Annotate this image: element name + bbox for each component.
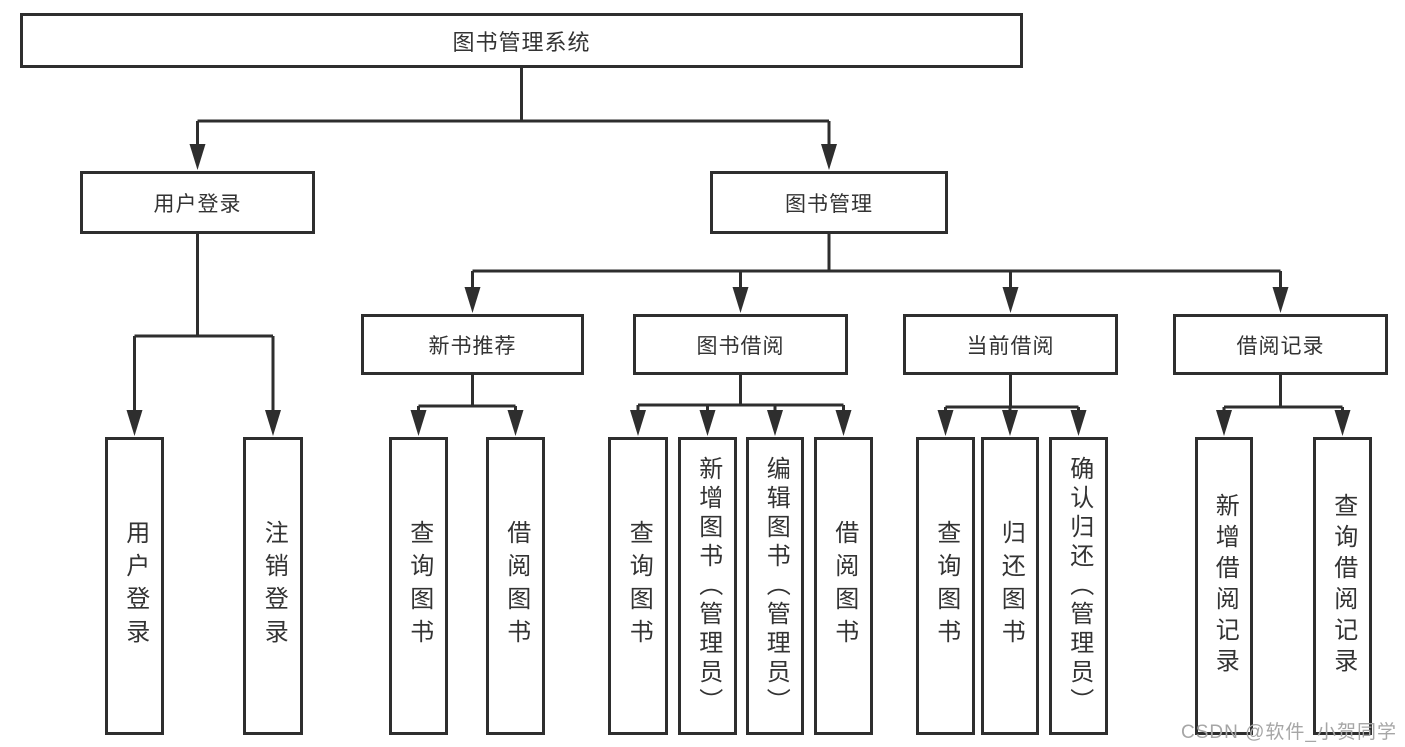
leaf-borrow-book-recommend: 借阅图书	[486, 437, 545, 735]
leaf-confirm-return-admin-label: 确认归还（管理员）	[1065, 455, 1093, 717]
leaf-query-book-borrow: 查询图书	[608, 437, 668, 735]
leaf-query-book-borrow-label: 查询图书	[625, 520, 653, 652]
node-book-borrowing: 图书借阅	[633, 314, 848, 375]
leaf-add-book-admin-label: 新增图书（管理员）	[694, 455, 722, 717]
leaf-confirm-return-admin: 确认归还（管理员）	[1049, 437, 1108, 735]
leaf-logout-label: 注销登录	[260, 520, 288, 652]
leaf-add-book-admin: 新增图书（管理员）	[678, 437, 737, 735]
node-user-login-label: 用户登录	[153, 192, 242, 216]
leaf-user-login: 用户登录	[105, 437, 164, 735]
leaf-borrow-book-borrow: 借阅图书	[814, 437, 873, 735]
connector-root-to-level2	[189, 68, 837, 170]
connector-newbookrec-to-leaves	[410, 375, 524, 436]
leaf-logout: 注销登录	[243, 437, 303, 735]
node-root-system: 图书管理系统	[20, 13, 1023, 68]
node-book-borrowing-label: 图书借阅	[696, 334, 785, 358]
connector-userlogin-to-leaves	[126, 234, 281, 436]
leaf-return-book-label: 归还图书	[997, 520, 1025, 652]
connector-currentborrow-to-leaves	[937, 375, 1087, 436]
leaf-add-borrow-record: 新增借阅记录	[1195, 437, 1253, 735]
node-current-borrowing: 当前借阅	[903, 314, 1118, 375]
node-root-system-label: 图书管理系统	[452, 29, 591, 55]
leaf-add-borrow-record-label: 新增借阅记录	[1211, 493, 1239, 679]
connector-borrowrecords-to-leaves	[1216, 375, 1351, 436]
leaf-edit-book-admin-label: 编辑图书（管理员）	[762, 455, 790, 717]
node-user-login: 用户登录	[80, 171, 315, 234]
node-new-book-recommend-label: 新书推荐	[428, 334, 517, 358]
leaf-borrow-book-borrow-label: 借阅图书	[830, 520, 858, 652]
node-current-borrowing-label: 当前借阅	[966, 334, 1055, 358]
node-book-management: 图书管理	[710, 171, 948, 234]
leaf-query-book-current-label: 查询图书	[932, 520, 960, 652]
leaf-edit-book-admin: 编辑图书（管理员）	[746, 437, 804, 735]
node-book-management-label: 图书管理	[785, 192, 873, 216]
node-borrowing-records: 借阅记录	[1173, 314, 1388, 375]
connector-bookborrow-to-leaves	[630, 375, 852, 436]
leaf-query-book-recommend: 查询图书	[389, 437, 448, 735]
leaf-borrow-book-recommend-label: 借阅图书	[502, 520, 530, 652]
node-new-book-recommend: 新书推荐	[361, 314, 584, 375]
leaf-user-login-label: 用户登录	[121, 520, 149, 652]
leaf-query-book-recommend-label: 查询图书	[405, 520, 433, 652]
connector-bookmgmt-to-level3	[464, 234, 1289, 313]
leaf-query-borrow-record: 查询借阅记录	[1313, 437, 1372, 735]
leaf-return-book: 归还图书	[981, 437, 1039, 735]
csdn-watermark: CSDN @软件_小贺同学	[1181, 722, 1397, 743]
leaf-query-book-current: 查询图书	[916, 437, 975, 735]
node-borrowing-records-label: 借阅记录	[1236, 334, 1325, 358]
leaf-query-borrow-record-label: 查询借阅记录	[1329, 493, 1357, 679]
